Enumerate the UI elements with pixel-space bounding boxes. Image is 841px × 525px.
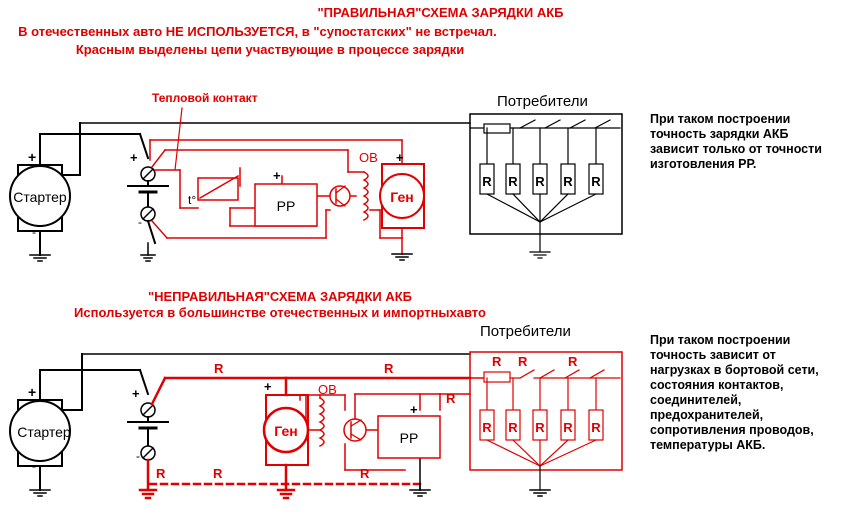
bottom-note-line: предохранителей, (650, 408, 764, 422)
bottom-resistor-label: R (591, 420, 601, 435)
top-resistor-label: R (508, 174, 518, 189)
bottom-note-line: соединителей, (650, 393, 742, 407)
bottom-title: "НЕПРАВИЛЬНАЯ"СХЕМА ЗАРЯДКИ АКБ (0, 289, 560, 304)
bottom-resistor-label: R (563, 420, 573, 435)
top-charging-circuit (149, 139, 403, 255)
bottom-battery-minus: - (136, 449, 140, 463)
bottom-regulator-label: РР (400, 430, 419, 446)
top-fuse (483, 123, 511, 134)
bottom-starter-plus: + (28, 384, 36, 400)
top-title: "ПРАВИЛЬНАЯ"СХЕМА ЗАРЯДКИ АКБ (0, 5, 841, 20)
top-title-prefix: "ПРАВИЛЬНАЯ" (317, 5, 422, 20)
bottom-note-line: точность зависит от (650, 348, 776, 362)
bottom-starter-label: Стартер (17, 424, 71, 440)
bottom-resistor-label: R (482, 420, 492, 435)
bottom-regulator (377, 415, 441, 459)
top-thermal-label: Тепловой контакт (152, 91, 258, 105)
bottom-title-rest: СХЕМА ЗАРЯДКИ АКБ (269, 289, 413, 304)
top-generator-label: Ген (390, 189, 413, 205)
bottom-regulator-plus: + (410, 402, 418, 417)
top-starter-plus: + (28, 149, 36, 165)
bottom-consumers-label: Потребители (480, 323, 571, 340)
bottom-contact-resistance: R (518, 354, 528, 369)
top-subtitle: В отечественных авто НЕ ИСПОЛЬЗУЕТСЯ, в … (18, 24, 497, 39)
top-starter-label: Стартер (13, 189, 67, 205)
top-note: При таком построении точность зарядки АК… (650, 112, 822, 172)
top-legend-note: Красным выделены цепи участвующие в проц… (75, 42, 465, 57)
top-ov-label: ОВ (359, 150, 378, 165)
bottom-note-line: температуры АКБ. (650, 438, 766, 452)
top-thermal-arrow (174, 107, 183, 171)
top-regulator-label: РР (277, 198, 296, 214)
top-transistor (329, 185, 351, 207)
top-regulator (254, 183, 318, 227)
bottom-note-line: При таком построении (650, 333, 791, 347)
top-note-line: точность зарядки АКБ (650, 127, 789, 141)
bottom-generator (262, 406, 310, 454)
bottom-ov-label: ОВ (318, 382, 337, 397)
bottom-contact-resistance: R (492, 354, 502, 369)
top-diagram: Тепловой контакт Потребители Стартер Ген… (9, 91, 623, 262)
bottom-wire-resistance: R (213, 466, 223, 481)
bottom-note-line: сопротивления проводов, (650, 423, 814, 437)
bottom-note-line: нагрузках в бортовой сети, (650, 363, 819, 377)
bottom-starter-minus: - (32, 459, 36, 473)
bottom-subtitle: Используется в большинстве отечественных… (74, 305, 486, 320)
bottom-title-prefix: "НЕПРАВИЛЬНАЯ" (147, 289, 270, 304)
top-resistor-label: R (591, 174, 601, 189)
top-resistor-label: R (563, 174, 573, 189)
top-battery-plus: + (130, 150, 138, 165)
bottom-wire-resistance: R (156, 466, 166, 481)
bottom-fuse (483, 371, 511, 383)
top-note-line: При таком построении (650, 112, 791, 126)
top-starter (9, 122, 471, 262)
bottom-generator-plus: + (264, 379, 272, 394)
bottom-consumers-box (469, 351, 623, 471)
bottom-note-line: состояния контактов, (650, 378, 784, 392)
top-generator (379, 173, 425, 219)
bottom-charging-circuit (138, 376, 472, 500)
bottom-generator-label: Ген (274, 423, 297, 439)
top-note-line: изготовления РР. (650, 157, 757, 171)
top-field-coil (362, 170, 369, 222)
bottom-note: При таком построении точность зависит от… (650, 333, 819, 453)
bottom-battery (127, 368, 169, 461)
top-note-line: зависит только от точности (650, 142, 822, 156)
bottom-battery-plus: + (132, 386, 140, 401)
top-generator-plus: + (396, 150, 404, 165)
bottom-transistor (343, 418, 367, 442)
top-battery-minus: - (138, 215, 142, 229)
top-battery (127, 132, 169, 262)
bottom-starter (9, 353, 471, 497)
top-starter-minus: - (32, 225, 36, 239)
top-title-rest: СХЕМА ЗАРЯДКИ АКБ (421, 5, 564, 20)
bottom-wire-resistance: R (384, 361, 394, 376)
bottom-resistor-label: R (508, 420, 518, 435)
bottom-field-coil (318, 396, 325, 448)
top-thermo-label: t° (188, 193, 196, 207)
bottom-wire-resistance: R (214, 361, 224, 376)
top-regulator-plus: + (273, 168, 281, 183)
top-consumers-box (469, 113, 623, 235)
top-thermo-sensor (197, 177, 239, 201)
top-resistor-label: R (482, 174, 492, 189)
bottom-diagram: Потребители Стартер Ген ОВ РР + + + + - … (9, 323, 623, 500)
bottom-resistor-label: R (535, 420, 545, 435)
bottom-wire-resistance: R (360, 466, 370, 481)
top-consumers-label: Потребители (497, 93, 588, 110)
bottom-wire-resistance: R (446, 391, 456, 406)
bottom-contact-resistance: R (568, 354, 578, 369)
top-resistor-label: R (535, 174, 545, 189)
